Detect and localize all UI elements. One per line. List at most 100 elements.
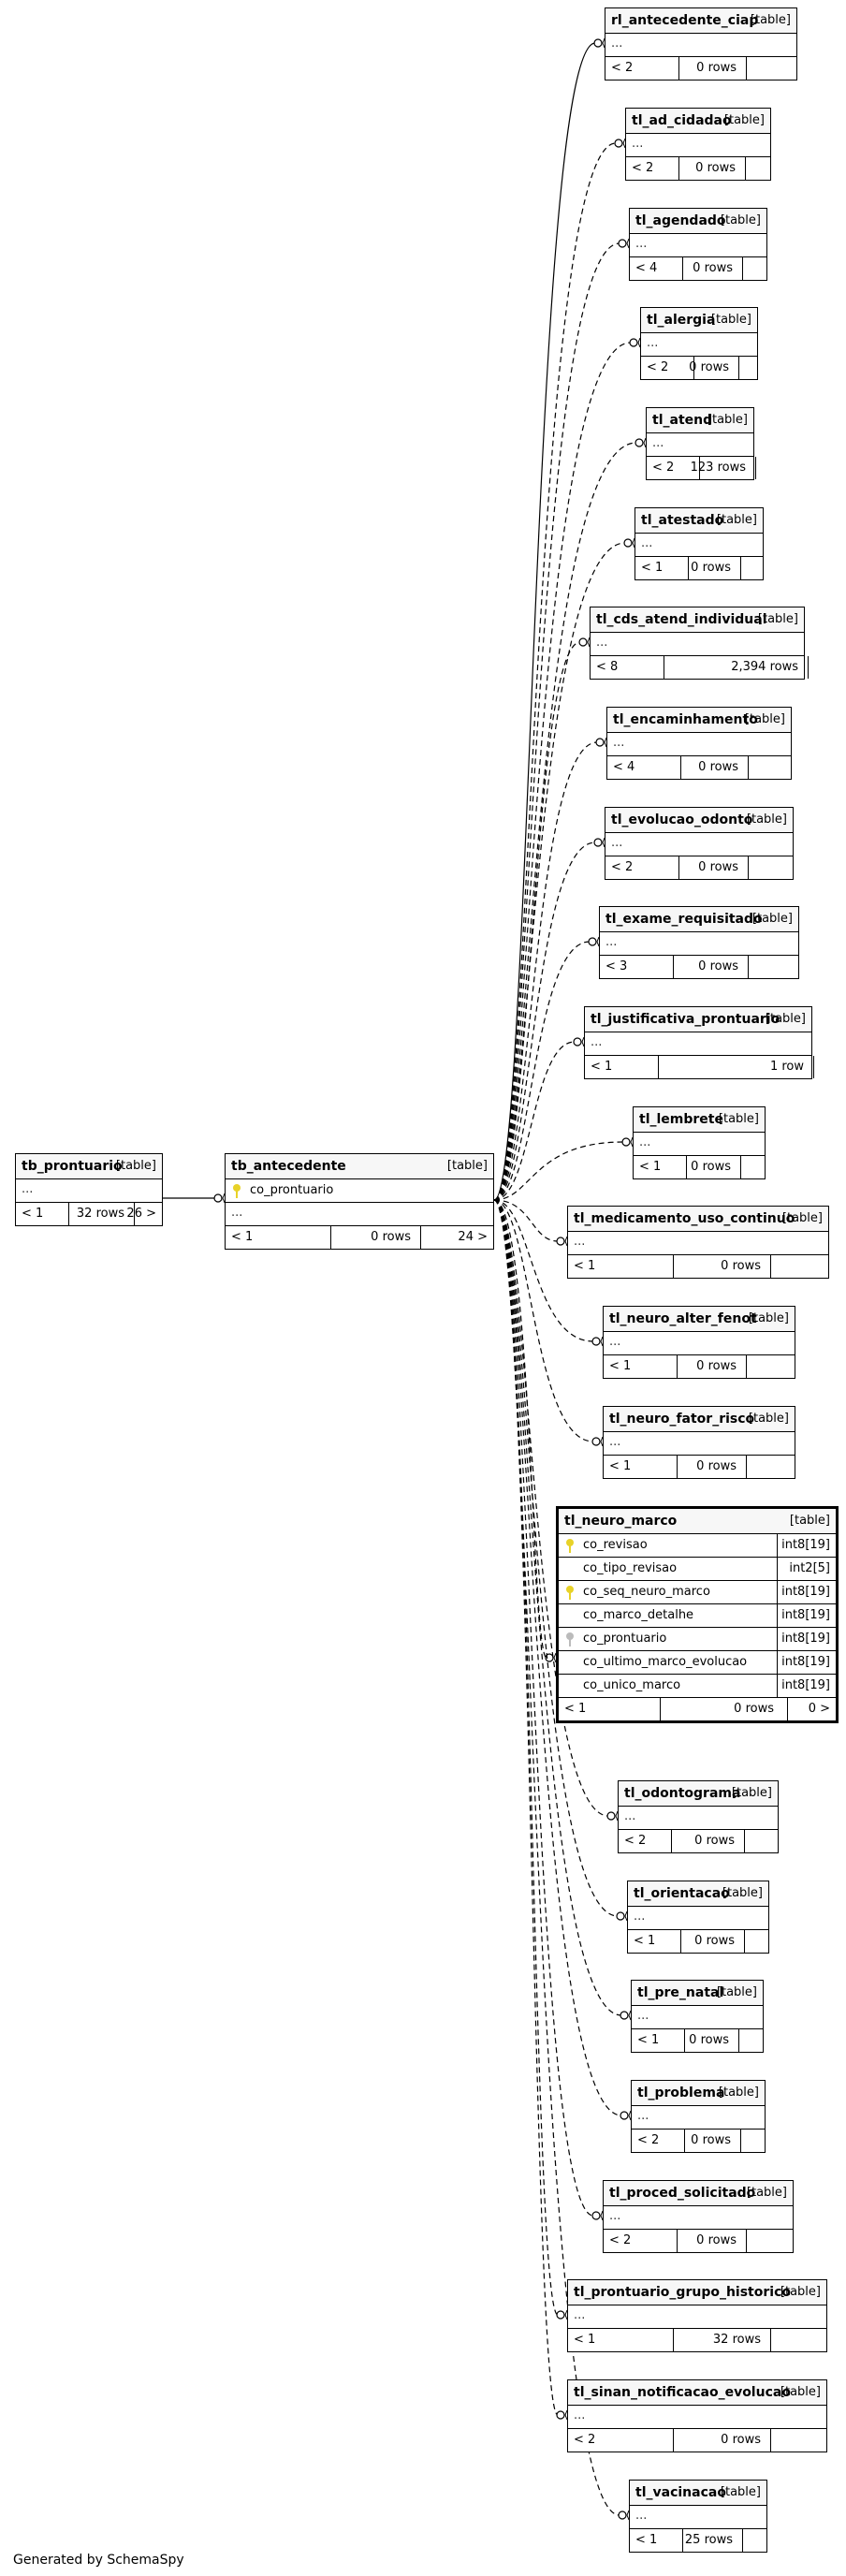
table-header: tl_exame_requisitado[table]: [600, 907, 798, 932]
optional-end-marker: [618, 2510, 627, 2520]
crowfoot-mark: [596, 936, 600, 947]
row-count: 0 rows: [696, 61, 737, 75]
relationship-line: [493, 1199, 619, 1917]
optional-end-marker: [578, 637, 588, 647]
ellipsis-row: ...: [626, 134, 770, 157]
cell-divider: [744, 1930, 745, 1953]
optional-end-marker: [595, 738, 605, 747]
table-stats: < 2 0 rows: [604, 2230, 793, 2252]
foreign-key-icon: [566, 1632, 574, 1647]
row-count: 0 rows: [696, 1459, 737, 1473]
ellipsis-row: ...: [604, 1332, 795, 1355]
ellipsis-row: ...: [632, 2006, 763, 2029]
table-name: tb_antecedente: [231, 1159, 346, 1174]
column-name: co_marco_detalhe: [583, 1608, 694, 1622]
table-name: tl_encaminhamento: [613, 712, 758, 727]
crowfoot-mark: [222, 1193, 226, 1204]
ellipsis-row: ...: [632, 2106, 765, 2130]
parent-count: < 2: [609, 2233, 632, 2247]
table-tl-prontuario-grupo-historico[interactable]: tl_prontuario_grupo_historico[table]...<…: [567, 2279, 827, 2352]
table-type-tag: [table]: [748, 1311, 789, 1325]
table-name: tl_prontuario_grupo_historico: [574, 2285, 791, 2300]
ellipsis: ...: [609, 1335, 621, 1349]
row-count: 0 rows: [371, 1230, 411, 1244]
table-type-tag: [table]: [765, 1012, 806, 1026]
cell-divider: [740, 2130, 741, 2152]
ellipsis: ...: [591, 1035, 603, 1049]
row-count: 0 rows: [721, 2433, 761, 2447]
column-name: co_unico_marco: [583, 1678, 681, 1692]
cell-divider: [748, 956, 749, 978]
table-tb-antecedente[interactable]: tb_antecedente[table]co_prontuario...< 1…: [225, 1153, 494, 1250]
table-name: tl_vacinacao: [635, 2485, 726, 2500]
parent-count: < 1: [641, 561, 664, 575]
ellipsis: ...: [609, 2209, 621, 2223]
ellipsis: ...: [611, 836, 623, 850]
table-type-tag: [table]: [757, 612, 798, 626]
table-header: tl_evolucao_odonto[table]: [605, 808, 793, 833]
table-header: tb_prontuario[table]: [16, 1154, 162, 1179]
cell-divider: [744, 1830, 745, 1852]
table-header: tl_ad_cidadao[table]: [626, 109, 770, 134]
ellipsis-row: ...: [641, 333, 757, 357]
table-tl-justificativa-prontuario[interactable]: tl_justificativa_prontuario[table]...< 1…: [584, 1006, 814, 1079]
parent-count: < 1: [574, 2333, 596, 2347]
table-name: tl_justificativa_prontuario: [591, 1012, 780, 1027]
parent-count: < 2: [637, 2133, 660, 2147]
cell-divider: [671, 1830, 672, 1852]
ellipsis: ...: [574, 2308, 586, 2322]
table-name: rl_antecedente_ciap: [611, 13, 759, 28]
crowfoot-mark: [628, 2010, 632, 2021]
table-header: tl_atestado[table]: [635, 508, 763, 534]
parent-count: < 8: [596, 660, 619, 674]
optional-end-marker: [593, 838, 603, 847]
row-count: 0 rows: [698, 959, 738, 973]
parent-count: < 2: [611, 860, 634, 874]
table-header: tl_pre_natal[table]: [632, 1981, 763, 2006]
relationship-line: [493, 1199, 609, 1817]
table-tl-sinan-notificacao-evolucao[interactable]: tl_sinan_notificacao_evolucao[table]...<…: [567, 2379, 827, 2452]
relationship-line: [493, 542, 626, 1201]
column-type: int8[19]: [781, 1585, 830, 1599]
row-count: 0 rows: [721, 1259, 761, 1273]
table-tl-medicamento-uso-continuo[interactable]: tl_medicamento_uso_continuo[table]...< 1…: [567, 1206, 829, 1279]
ellipsis-row: ...: [226, 1203, 493, 1226]
ellipsis-row: ...: [628, 1907, 768, 1930]
column-type: int8[19]: [781, 1608, 830, 1622]
cell-divider: [682, 257, 683, 280]
cell-divider: [673, 2429, 674, 2452]
cell-divider: [813, 1056, 814, 1078]
ellipsis: ...: [652, 436, 664, 450]
table-type-tag: [table]: [720, 213, 761, 227]
table-header: tb_antecedente[table]: [226, 1154, 493, 1179]
ellipsis: ...: [22, 1182, 34, 1196]
row-count: 0 rows: [696, 2233, 737, 2247]
parent-count: < 2: [574, 2433, 596, 2447]
